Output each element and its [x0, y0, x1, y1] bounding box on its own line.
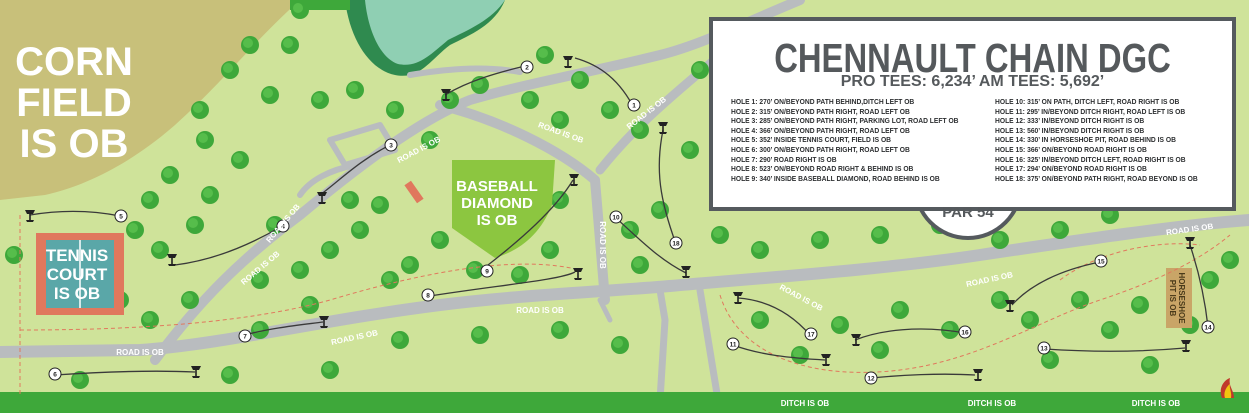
tee-number: 7 — [243, 333, 247, 340]
tennis-court-label-line: COURT — [47, 265, 108, 284]
course-info-panel: CHENNAULT CHAIN DGC PRO TEES: 6,234’ AM … — [709, 17, 1236, 211]
hole-description: HOLE 8: 523’ ON/BEYOND ROAD RIGHT & BEHI… — [731, 164, 914, 174]
baseball-diamond-label-line: BASEBALL — [456, 178, 538, 195]
pond-water — [365, 0, 505, 65]
hole-description: HOLE 15: 366’ ON/BEYOND ROAD RIGHT IS OB — [995, 144, 1147, 154]
tee-number: 17 — [807, 331, 815, 338]
hole-description: HOLE 7: 290’ ROAD RIGHT IS OB — [731, 154, 837, 164]
tee-number: 4 — [281, 223, 285, 230]
tennis-court — [36, 233, 124, 315]
ditch-ob-label: DITCH IS OB — [1132, 399, 1181, 408]
tee-number: 14 — [1204, 324, 1212, 331]
tee-marker: 16 — [958, 325, 972, 339]
tee-marker: 18 — [669, 236, 683, 250]
tee-number: 8 — [426, 292, 430, 299]
tee-marker: 8 — [421, 288, 435, 302]
tee-number: 9 — [485, 268, 489, 275]
corn-field — [0, 0, 300, 200]
hole-description: HOLE 14: 330’ IN HORSESHOE PIT, ROAD BEH… — [995, 135, 1176, 145]
hole-description: HOLE 4: 366’ ON/BEYOND PATH RIGHT, ROAD … — [731, 125, 910, 135]
hole-description: HOLE 10: 315’ ON PATH, DITCH LEFT, ROAD … — [995, 97, 1180, 106]
ditch-ob-label: DITCH IS OB — [781, 399, 830, 408]
tee-number: 5 — [119, 213, 123, 220]
tee-marker: 14 — [1201, 320, 1215, 334]
road-ob-label: ROAD IS OB — [516, 306, 564, 315]
bottom-tree-line — [0, 392, 1249, 413]
tee-marker: 17 — [804, 327, 818, 341]
parking-marker — [404, 180, 424, 204]
horseshoe-pit-label-line: PIT IS OB — [1168, 280, 1177, 317]
tee-number: 16 — [961, 329, 969, 336]
hole-description: HOLE 2: 315’ ON/BEYOND PATH RIGHT, ROAD … — [731, 106, 910, 116]
hole-description: HOLE 18: 375’ ON/BEYOND PATH RIGHT, ROAD… — [995, 173, 1198, 183]
horseshoe-pit-label-line: HORSESHOE — [1177, 272, 1186, 324]
tee-number: 11 — [730, 341, 737, 348]
tee-marker: 9 — [480, 264, 494, 278]
hole-description: HOLE 9: 340’ INSIDE BASEBALL DIAMOND, RO… — [731, 173, 940, 183]
tee-number: 15 — [1097, 258, 1105, 265]
tee-number: 3 — [389, 142, 393, 149]
tee-marker: 5 — [114, 209, 128, 223]
ob-dashed-lines — [19, 215, 1231, 395]
tee-marker: 15 — [1094, 254, 1108, 268]
corn-field-label-line: IS OB — [20, 122, 129, 166]
hole-list-right: HOLE 10: 315’ ON PATH, DITCH LEFT, ROAD … — [995, 97, 1215, 183]
corn-field-label-line: FIELD — [16, 81, 132, 125]
baseball-diamond — [452, 160, 555, 258]
tee-marker: 3 — [384, 138, 398, 152]
logo — [1220, 378, 1234, 398]
tee-marker: 1 — [627, 98, 641, 112]
tee-marker: 4 — [276, 219, 290, 233]
hole-description: HOLE 13: 560’ IN/BEYOND DITCH RIGHT IS O… — [995, 125, 1145, 135]
baseball-diamond-label-line: DIAMOND — [461, 195, 533, 212]
course-title: CHENNAULT CHAIN DGC — [774, 35, 1171, 81]
par-label: PAR 54 — [942, 204, 994, 221]
hole-description: HOLE 5: 352’ INSIDE TENNIS COURT, FIELD … — [731, 135, 892, 145]
tennis-court-label-line: TENNIS — [46, 246, 108, 265]
baseball-diamond-label-line: IS OB — [477, 212, 518, 229]
corn-field-label-line: CORN — [15, 40, 133, 84]
tee-marker: 7 — [238, 329, 252, 343]
tee-number: 6 — [53, 371, 57, 378]
hole-description: HOLE 16: 325’ IN/BEYOND DITCH LEFT, ROAD… — [995, 154, 1186, 164]
tee-marker: 6 — [48, 367, 62, 381]
hole-description: HOLE 12: 333’ IN/BEYOND DITCH RIGHT IS O… — [995, 116, 1145, 126]
tee-marker: 2 — [520, 60, 534, 74]
top-tree-line — [290, 0, 350, 10]
tee-summary: PRO TEES: 6,234’ AM TEES: 5,692’ — [840, 73, 1105, 90]
tee-marker: 11 — [726, 337, 740, 351]
hole-description: HOLE 1: 270’ ON/BEYOND PATH BEHIND,DITCH… — [731, 97, 915, 106]
hole-description: HOLE 6: 300’ ON/BEYOND PATH RIGHT, ROAD … — [731, 144, 910, 154]
tennis-court-label-line: IS OB — [54, 284, 100, 303]
tee-number: 18 — [672, 240, 680, 247]
tee-marker: 13 — [1037, 341, 1051, 355]
tee-number: 2 — [525, 64, 529, 71]
ditch-ob-label: DITCH IS OB — [968, 399, 1017, 408]
tee-number: 13 — [1040, 345, 1048, 352]
tee-number: 12 — [867, 375, 875, 382]
road-ob-label: ROAD IS OB — [116, 348, 164, 357]
tee-marker: 12 — [864, 371, 878, 385]
hole-description: HOLE 3: 285’ ON/BEYOND PATH RIGHT, PARKI… — [731, 116, 959, 126]
road-ob-label: ROAD IS OB — [598, 221, 607, 269]
horseshoe-pit — [1166, 268, 1192, 328]
hole-list-left: HOLE 1: 270’ ON/BEYOND PATH BEHIND,DITCH… — [731, 97, 978, 183]
tee-number: 10 — [612, 214, 620, 221]
hole-description: HOLE 11: 295’ IN/BEYOND DITCH RIGHT, ROA… — [995, 106, 1186, 116]
hole-description: HOLE 17: 294’ ON/BEYOND ROAD RIGHT IS OB — [995, 164, 1147, 174]
tee-marker: 10 — [609, 210, 623, 224]
tee-number: 1 — [632, 102, 636, 109]
